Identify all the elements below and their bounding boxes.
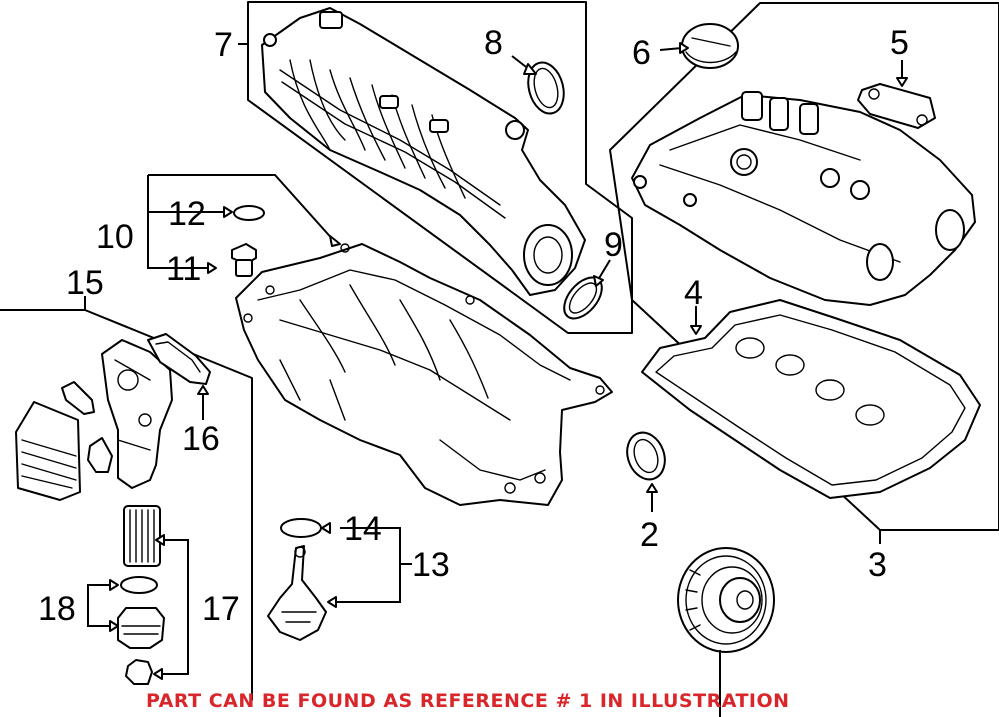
drain-plug-11 bbox=[231, 243, 257, 277]
throttle-port bbox=[523, 224, 573, 286]
oil-filter-housing-group bbox=[0, 296, 253, 701]
callout-14: 14 bbox=[344, 510, 382, 548]
intake-manifold-group bbox=[247, 1, 633, 334]
callout-11: 11 bbox=[166, 250, 201, 288]
callout-labels: 7 8 6 5 12 10 11 9 15 4 16 14 2 3 13 18 … bbox=[38, 24, 909, 628]
valve-cover-gasket-4 bbox=[641, 299, 981, 499]
oil-pan-bracket bbox=[148, 174, 336, 243]
callout-10: 10 bbox=[96, 218, 134, 256]
callout-12: 12 bbox=[168, 195, 206, 233]
callout-4: 4 bbox=[684, 274, 703, 312]
valve-cover-group bbox=[609, 2, 999, 531]
dipstick-tube bbox=[267, 545, 327, 641]
callout-2: 2 bbox=[640, 516, 659, 554]
callout-9: 9 bbox=[604, 226, 623, 264]
leader-lines bbox=[238, 42, 908, 717]
callout-15: 15 bbox=[66, 264, 104, 302]
callout-6: 6 bbox=[632, 34, 651, 72]
filter-housing bbox=[101, 339, 173, 489]
callout-3: 3 bbox=[868, 546, 887, 584]
oil-pan bbox=[235, 243, 613, 506]
filter-cap bbox=[117, 607, 165, 649]
callout-17: 17 bbox=[202, 590, 240, 628]
seal-2 bbox=[626, 431, 666, 481]
valve-cover-frame bbox=[609, 2, 999, 531]
callout-8: 8 bbox=[484, 24, 503, 62]
callout-5: 5 bbox=[890, 24, 909, 62]
gasket-12 bbox=[233, 205, 265, 221]
callout-16: 16 bbox=[182, 420, 220, 458]
o-ring-18 bbox=[120, 576, 158, 594]
ring-8 bbox=[527, 61, 565, 115]
intake-manifold bbox=[261, 7, 586, 296]
reference-note: PART CAN BE FOUND AS REFERENCE # 1 IN IL… bbox=[146, 690, 790, 712]
intake-manifold-frame bbox=[247, 1, 633, 334]
gasket-plate-5 bbox=[857, 83, 936, 129]
filter-element bbox=[123, 505, 161, 567]
bracket-10 bbox=[147, 175, 233, 274]
pulley-1 bbox=[677, 547, 775, 653]
callout-18: 18 bbox=[38, 590, 76, 628]
dipstick-tube-group bbox=[267, 518, 412, 641]
callout-13: 13 bbox=[412, 546, 450, 584]
oil-filler-cap-6 bbox=[681, 23, 739, 69]
oil-cooler bbox=[15, 401, 81, 501]
gasket-16 bbox=[147, 333, 211, 385]
o-ring-14 bbox=[280, 518, 322, 538]
callout-7: 7 bbox=[214, 26, 233, 64]
